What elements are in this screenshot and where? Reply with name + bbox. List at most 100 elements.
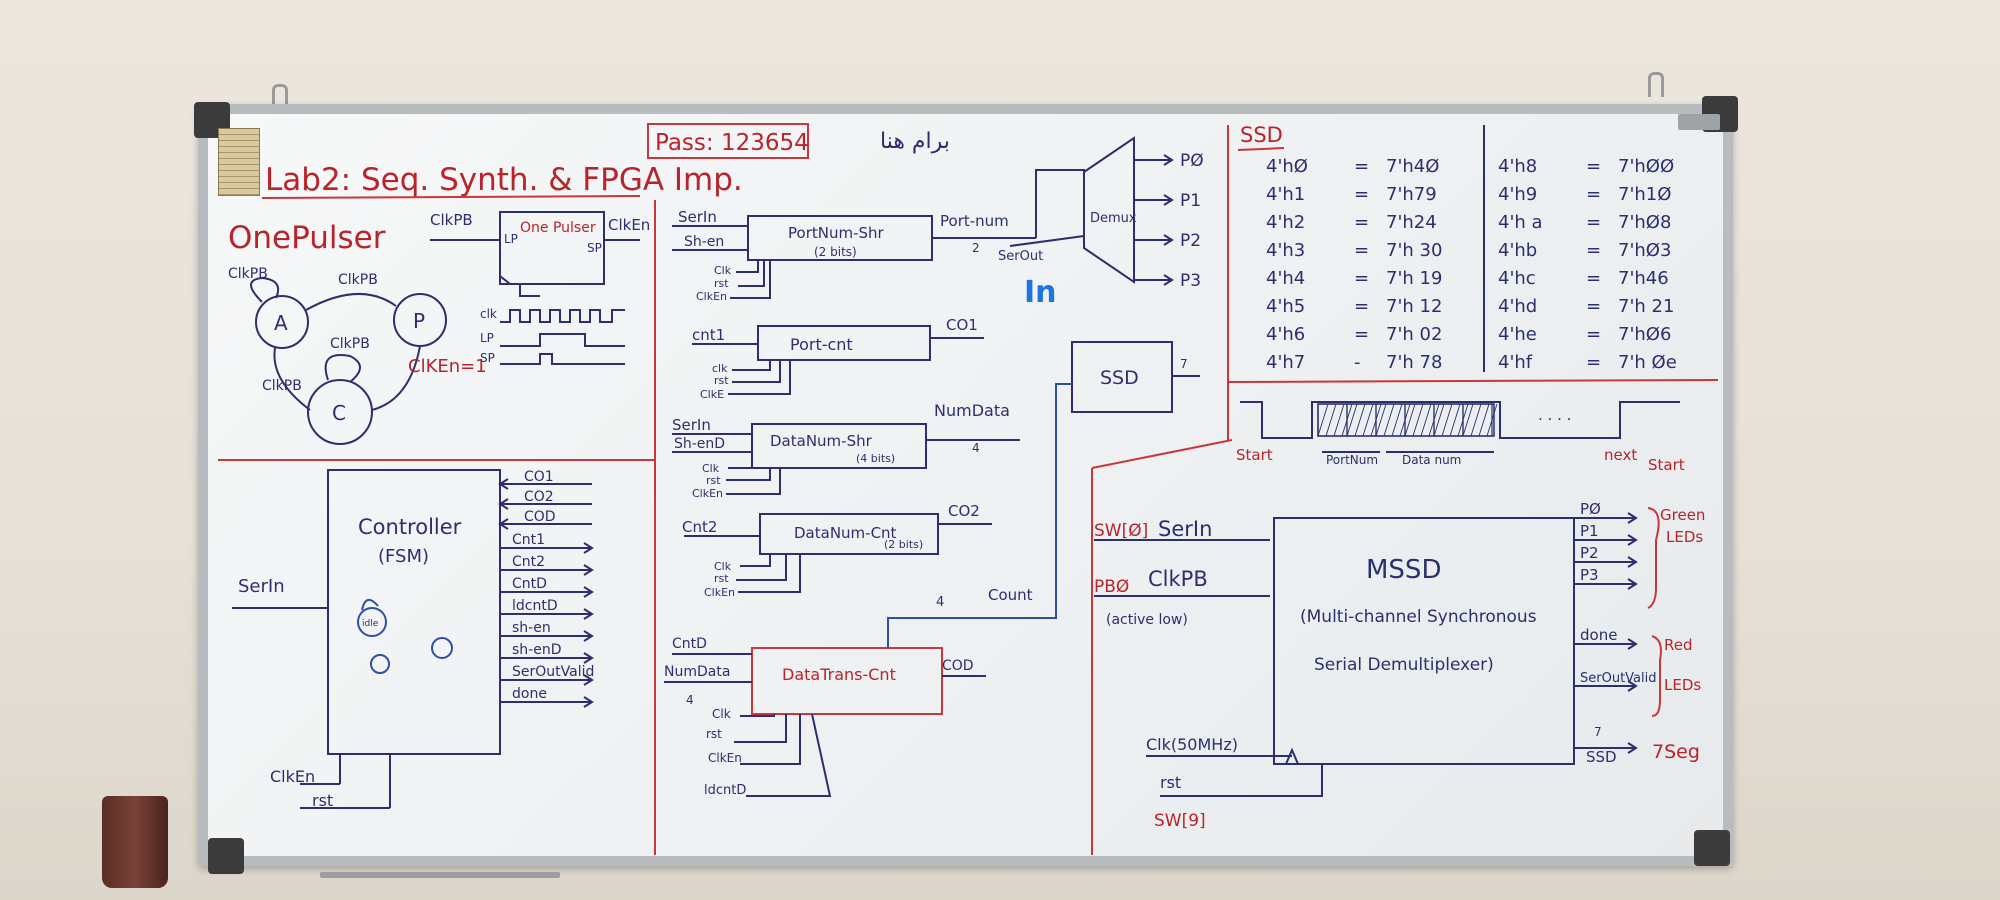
ssd-table-input: 4'h8 [1498,156,1537,177]
mssd-output-label: SSD [1586,748,1617,766]
datanum-shr-sub: (4 bits) [856,452,895,465]
onepulser-heading: OnePulser [228,220,386,256]
ssd-table-input: 4'hØ [1266,156,1308,177]
datatrans-ctrl: ldcntD [704,783,746,798]
state-a [255,295,309,349]
mssd-rst: rst [1160,773,1181,792]
portnum-in-serin: SerIn [678,208,717,226]
portnum-shr-sub: (2 bits) [814,245,857,259]
state-c [307,379,373,445]
onepulser-in-label: ClkPB [430,211,473,229]
controller-output-signal: ldcntD [512,598,558,614]
datanum-cnt-ctrl: Clk [714,560,732,573]
wall-hook [1648,72,1664,97]
ssd-table-eq: = [1586,212,1601,233]
mssd-clkpb: ClkPB [1148,567,1208,591]
mssd-output-label: P2 [1580,544,1599,562]
controller-output-signal: done [512,686,547,702]
controller-output-signal: sh-en [512,620,551,636]
pass-note: Pass: 123654 [655,130,809,156]
ssd-table-output: 7'h46 [1618,268,1669,289]
ssd-table-eq: = [1354,324,1369,345]
ssd-table-eq: = [1354,296,1369,317]
timing-section: Start PortNum Data num . . . . next Star… [1236,401,1685,474]
controller-section: Controller (FSM) SerIn idle ClkEn rst CO… [232,469,594,810]
portnum-ctrl: Clk [714,264,732,277]
controller-subtitle: (FSM) [378,546,429,567]
ssd-table-input: 4'h2 [1266,212,1305,233]
port-cnt-ctrl: ClkE [700,388,724,401]
controller-output-signal: sh-enD [512,642,562,658]
count-label: Count [988,586,1033,604]
datatrans-in-width: 4 [686,693,694,707]
mssd-ssd-width: 7 [1594,725,1602,739]
idle-state [357,607,387,637]
ssd-table-output: 7'h4Ø [1386,156,1439,177]
datanum-in-serin: SerIn [672,416,711,434]
board-title: Lab2: Seq. Synth. & FPGA Imp. [265,162,743,198]
controller-output-signal: Cnt2 [512,554,545,570]
ssd-table-eq: = [1586,184,1601,205]
ssd-table-input: 4'h9 [1498,184,1537,205]
edge-label: ClkPB [338,272,378,288]
controller-block [327,469,501,755]
controller-title: Controller [358,515,462,539]
ssd-table-input: 4'he [1498,324,1537,345]
mssd-green-2: LEDs [1666,528,1703,546]
ssd-table-input: 4'h1 [1266,184,1305,205]
mssd-output-label: SerOutValid [1580,671,1657,686]
ssd-table-output: 7'h 19 [1386,268,1442,289]
port-cnt-input: cnt1 [692,326,725,344]
mssd-sw0: SW[Ø] [1094,521,1148,541]
ssd-table-input: 4'h7 [1266,352,1305,373]
datanum-cnt-block [759,513,939,555]
ssd-table-section: SSD 4'hØ=7'h4Ø4'h1=7'h794'h2=7'h244'h3=7… [1237,123,1677,373]
controller-input: SerIn [238,576,285,597]
demux-output-label: P3 [1180,271,1201,291]
ssd-block-width: 7 [1180,357,1188,371]
demux-serout: SerOut [998,249,1043,264]
ssd-table-output: 7'hØ8 [1618,212,1671,233]
ssd-table-eq: = [1586,240,1601,261]
ssd-table-output: 7'h 78 [1386,352,1442,373]
controller-input-signal: CO2 [524,489,554,505]
datatrans-in-cntd: CntD [672,636,707,652]
mssd-green-1: Green [1660,506,1705,524]
datanum-cnt-title: DataNum-Cnt [794,524,897,542]
mssd-clk: Clk(50MHz) [1146,735,1238,754]
portnum-in-shen: Sh-en [684,234,724,250]
datatrans-in-numdata: NumData [664,664,730,680]
section-dividers [218,125,1719,855]
ssd-table-output: 7'hØØ [1618,156,1674,177]
mssd-section: MSSD (Multi-channel Synchronous Serial D… [1094,500,1705,831]
demux-in-mark: In [1024,275,1057,310]
ssd-table-eq: = [1354,156,1369,177]
onepulser-section: OnePulser A P C ClkPB ClkPB ClkPB ClkPB … [228,211,650,445]
board-corner [1694,830,1730,866]
demux-output-label: PØ [1180,151,1204,171]
pen-cup [102,796,168,888]
count-width: 4 [936,595,944,610]
wall-hook [272,84,288,109]
ssd-table-input: 4'h3 [1266,240,1305,261]
mssd-output-label: PØ [1580,500,1601,518]
ssd-table-output: 7'h 12 [1386,296,1442,317]
portnum-ctrl: rst [714,277,729,290]
datatrans-ctrl: ClkEn [708,751,742,765]
ssd-table-input: 4'h a [1498,212,1543,233]
datatrans-out: COD [942,658,974,674]
ssd-table-eq: = [1586,268,1601,289]
ssd-table-output: 7'hØ6 [1618,324,1671,345]
portnum-out: Port-num [940,212,1009,230]
mssd-block [1273,517,1575,765]
ssd-table-eq: = [1586,156,1601,177]
ssd-table-output: 7'h 30 [1386,240,1442,261]
datatrans-ctrl: Clk [712,707,731,721]
datanum-ctrl: ClkEn [692,487,723,500]
demux-output-label: P2 [1180,231,1201,251]
edge-label: ClkPB [330,336,370,352]
timing-next: next [1604,446,1637,464]
ssd-table-eq: = [1354,240,1369,261]
datanum-cnt-sub: (2 bits) [884,538,923,551]
mssd-red-1: Red [1664,636,1693,654]
